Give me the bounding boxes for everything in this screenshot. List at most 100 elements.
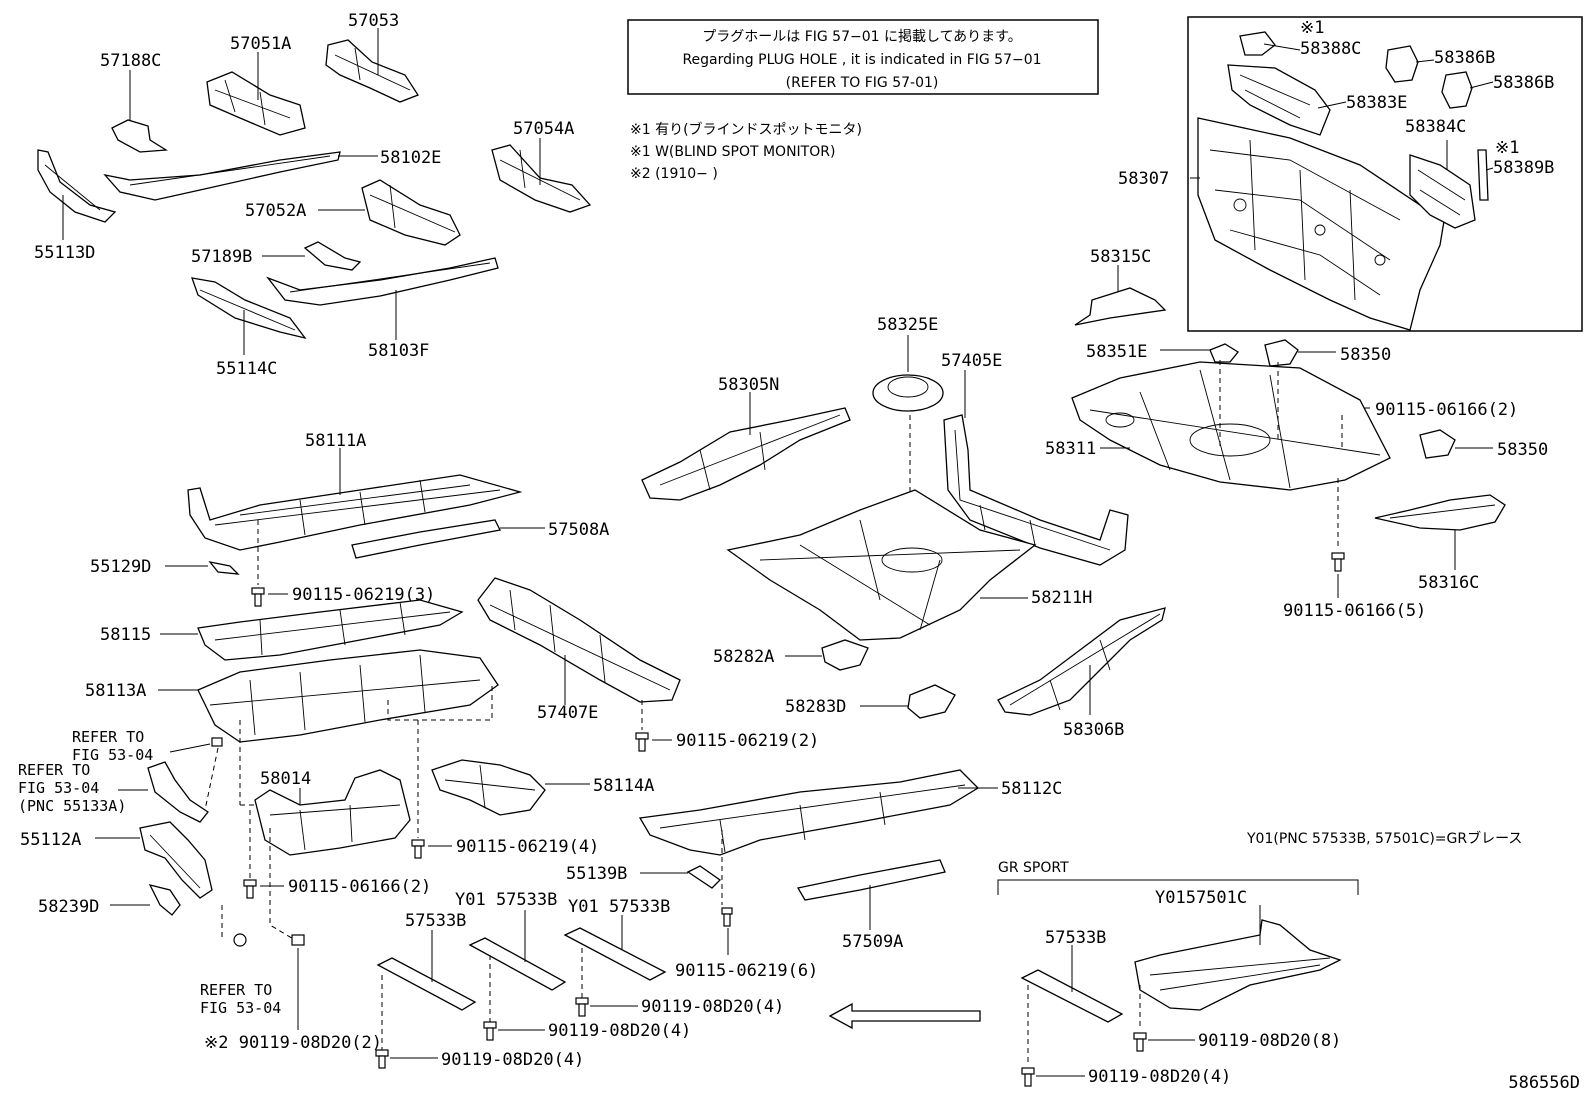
label-57533B-gr: 57533B — [1045, 928, 1106, 948]
label-58388C: 58388C — [1300, 39, 1361, 59]
diagram-id: 586556D — [1508, 1073, 1580, 1093]
part-57054A[interactable] — [491, 144, 592, 213]
part-58307[interactable] — [1197, 117, 1446, 331]
note-line-jp: プラグホールは FIG 57−01 に掲載してあります。 — [702, 29, 1022, 45]
part-refer-55133A — [147, 761, 209, 823]
label-Y0157501C: Y0157501C — [1155, 888, 1247, 908]
part-58384C[interactable] — [1409, 154, 1476, 229]
refer-2-line3: (PNC 55133A) — [18, 797, 126, 815]
label-57188C: 57188C — [100, 51, 161, 71]
part-57533B-left[interactable] — [376, 957, 477, 1011]
part-58305N[interactable] — [641, 407, 851, 501]
part-55114C[interactable] — [191, 277, 307, 340]
part-58103F[interactable] — [266, 257, 499, 306]
label-58325E: 58325E — [877, 315, 938, 335]
plug-hole-note: プラグホールは FIG 57−01 に掲載してあります。 Regarding P… — [627, 19, 1099, 95]
part-57051A[interactable] — [206, 71, 306, 136]
part-58114A[interactable] — [431, 759, 546, 816]
part-58239D[interactable] — [148, 884, 181, 916]
label-57054A: 57054A — [513, 119, 574, 139]
part-58113A[interactable] — [197, 649, 499, 743]
refer-1-line2: FIG 53-04 — [72, 746, 153, 764]
label-58386B-upper: 58386B — [1434, 48, 1495, 68]
label-58112C: 58112C — [1001, 779, 1062, 799]
part-58316C[interactable] — [1374, 494, 1506, 531]
part-57189B[interactable] — [303, 241, 362, 271]
label-58211H: 58211H — [1031, 588, 1092, 608]
part-58351E[interactable] — [1209, 343, 1239, 363]
footnotes: ※1 有り(ブラインドスポットモニタ) ※1 W(BLIND SPOT MONI… — [630, 121, 862, 182]
label-90119-08D20-4-c: 90119-08D20(4) — [641, 997, 784, 1017]
footnote-2: ※2 (1910− ) — [630, 166, 718, 182]
marker-1-58388C: ※1 — [1300, 18, 1324, 38]
label-57051A: 57051A — [230, 34, 291, 54]
part-58283D[interactable] — [907, 684, 956, 719]
part-58388C[interactable] — [1239, 31, 1276, 56]
label-58282A: 58282A — [713, 647, 774, 667]
part-57509A[interactable] — [796, 859, 946, 901]
part-58311[interactable] — [1071, 361, 1391, 491]
part-58350-upper[interactable] — [1264, 339, 1299, 367]
label-90115-06166-5: 90115-06166(5) — [1283, 601, 1426, 621]
label-57189B: 57189B — [191, 247, 252, 267]
part-57407E[interactable] — [477, 577, 681, 703]
label-58014: 58014 — [260, 769, 311, 789]
part-55112A[interactable] — [139, 821, 213, 899]
direction-arrow — [828, 1002, 981, 1030]
label-57405E: 57405E — [941, 351, 1002, 371]
part-55139B[interactable] — [686, 865, 722, 889]
part-58282A[interactable] — [821, 639, 869, 671]
part-55129D[interactable] — [208, 561, 240, 575]
dash-panel-inset: ※1 58388C 58386B 58386B 58383E 58384C ※1… — [1118, 16, 1583, 332]
part-57188C[interactable] — [111, 119, 169, 153]
part-57533B-gr[interactable] — [1020, 969, 1124, 1023]
part-58350-lower[interactable] — [1419, 429, 1456, 459]
label-55129D: 55129D — [90, 557, 151, 577]
gr-sport-label: GR SPORT — [998, 860, 1069, 876]
label-57407E: 57407E — [537, 703, 598, 723]
label-90119-08D20-2: ※2 90119-08D20(2) — [204, 1033, 382, 1053]
label-90115-06219-6: 90115-06219(6) — [675, 961, 818, 981]
part-58325E[interactable] — [872, 374, 944, 412]
part-57508A[interactable] — [351, 519, 501, 559]
part-Y01-57533B-right[interactable] — [563, 927, 667, 981]
label-57533B-left: 57533B — [405, 911, 466, 931]
label-55139B: 55139B — [566, 864, 627, 884]
y01-note: Y01(PNC 57533B, 57501C)=GRブレース — [1246, 830, 1522, 847]
part-58389B[interactable] — [1477, 149, 1489, 201]
part-58112C[interactable] — [638, 769, 980, 856]
label-90115-06166-2-right: 90115-06166(2) — [1375, 400, 1518, 420]
refer-1-line1: REFER TO — [72, 728, 144, 746]
part-Y01-57533B-middle[interactable] — [468, 937, 567, 991]
label-58102E: 58102E — [380, 148, 441, 168]
part-58383E[interactable] — [1227, 64, 1331, 136]
label-90119-08D20-4-a: 90119-08D20(4) — [441, 1050, 584, 1070]
label-58111A: 58111A — [305, 431, 366, 451]
part-55113D[interactable] — [37, 149, 117, 223]
part-58211H[interactable] — [726, 489, 1037, 641]
part-57053[interactable] — [325, 39, 419, 103]
label-58315C: 58315C — [1090, 247, 1151, 267]
part-Y0157501C[interactable] — [1134, 919, 1342, 1011]
label-57509A: 57509A — [842, 932, 903, 952]
label-57053: 57053 — [348, 11, 399, 31]
part-58102E[interactable] — [103, 151, 341, 201]
label-58386B-lower: 58386B — [1493, 73, 1554, 93]
part-58386B-lower[interactable] — [1441, 71, 1473, 109]
label-55114C: 55114C — [216, 359, 277, 379]
part-58386B-upper[interactable] — [1385, 45, 1419, 83]
refer-2-line2: FIG 53-04 — [18, 779, 99, 797]
part-57405E[interactable] — [943, 414, 1129, 566]
footnote-1-jp: ※1 有り(ブラインドスポットモニタ) — [630, 121, 862, 138]
label-58350-lower: 58350 — [1497, 440, 1548, 460]
label-58384C: 58384C — [1405, 117, 1466, 137]
part-58315C[interactable] — [1074, 287, 1167, 326]
part-58111A[interactable] — [187, 474, 523, 551]
part-58115[interactable] — [197, 599, 464, 661]
label-58114A: 58114A — [593, 776, 654, 796]
note-line-en: Regarding PLUG HOLE , it is indicated in… — [682, 52, 1041, 68]
label-58389B: 58389B — [1493, 158, 1554, 178]
label-58115: 58115 — [100, 625, 151, 645]
label-57508A: 57508A — [548, 520, 609, 540]
